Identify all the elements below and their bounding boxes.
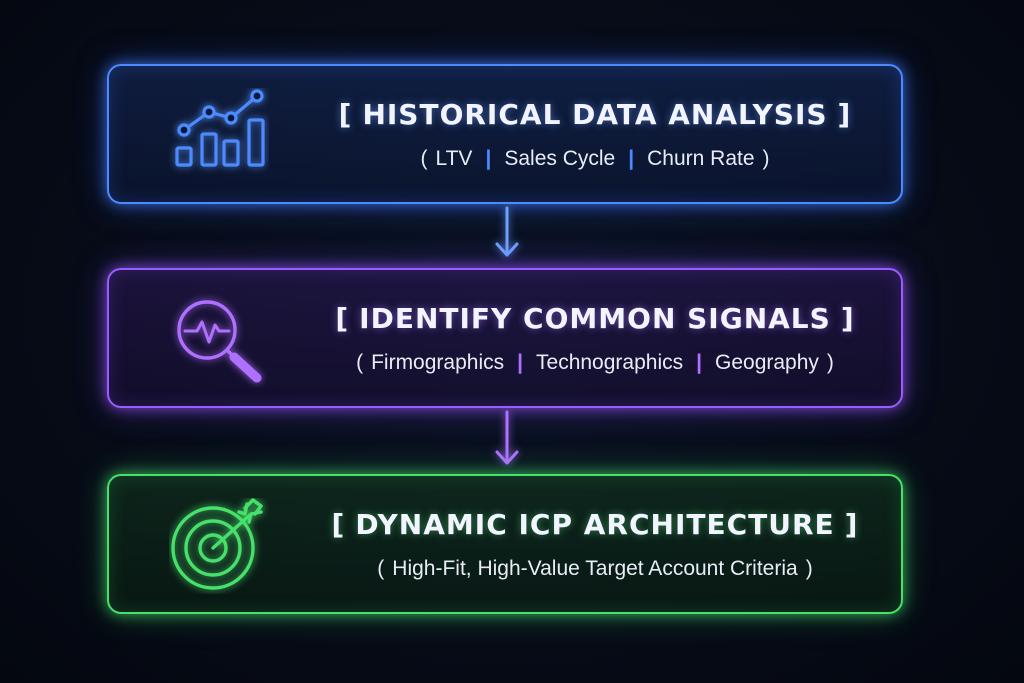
step-title: [IDENTIFY COMMON SIGNALS]: [335, 301, 855, 335]
subtitle-item: LTV: [435, 146, 473, 170]
step-dynamic-icp-architecture: [DYNAMIC ICP ARCHITECTURE] ( High-Fit, H…: [107, 474, 903, 614]
separator: |: [696, 350, 702, 374]
subtitle-item: Geography: [715, 350, 819, 374]
step-subtitle: ( LTV | Sales Cycle | Churn Rate ): [420, 146, 770, 170]
subtitle-item: High-Fit, High-Value Target Account Crit…: [392, 556, 798, 580]
separator: |: [485, 146, 492, 170]
subtitle-item: Sales Cycle: [504, 146, 616, 170]
target-arrow-icon: [169, 498, 269, 594]
step-title: [DYNAMIC ICP ARCHITECTURE]: [331, 507, 859, 541]
step-historical-data-analysis: [HISTORICAL DATA ANALYSIS] ( LTV | Sales…: [107, 64, 903, 204]
step-subtitle: ( High-Fit, High-Value Target Account Cr…: [377, 556, 813, 580]
down-arrow-icon: [491, 206, 523, 260]
step-subtitle: ( Firmographics | Technographics | Geogr…: [356, 350, 834, 374]
step-title: [HISTORICAL DATA ANALYSIS]: [338, 97, 852, 131]
magnifier-pulse-icon: [169, 292, 269, 388]
separator: |: [628, 146, 635, 170]
down-arrow-icon: [491, 410, 523, 468]
subtitle-item: Technographics: [536, 350, 684, 374]
subtitle-item: Firmographics: [371, 350, 505, 374]
separator: |: [517, 350, 524, 374]
step-identify-common-signals: [IDENTIFY COMMON SIGNALS] ( Firmographic…: [107, 268, 903, 408]
subtitle-item: Churn Rate: [647, 146, 755, 170]
bar-line-chart-icon: [169, 88, 269, 184]
